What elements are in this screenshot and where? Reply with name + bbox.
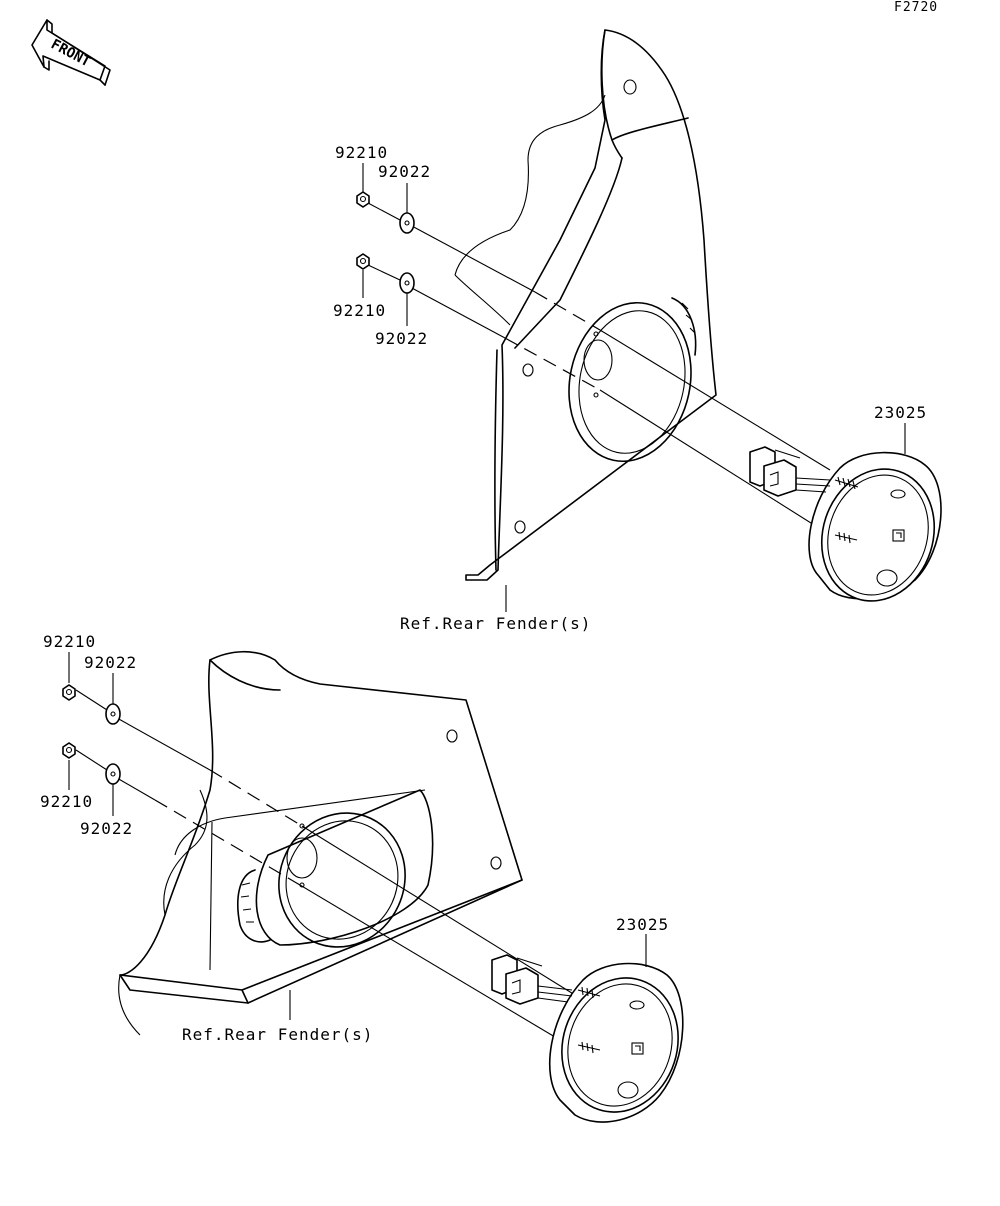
upper-washer-top-label: 92022 <box>378 162 431 181</box>
lower-washer-top-label: 92022 <box>84 653 137 672</box>
upper-nut-bottom-icon <box>356 253 370 270</box>
lower-speaker-label: 23025 <box>616 915 669 934</box>
lower-nut-bottom-icon <box>62 742 76 759</box>
lower-ref-fender-label: Ref.Rear Fender(s) <box>182 1025 373 1044</box>
upper-fender-panel <box>454 29 717 581</box>
lower-nut-top-icon <box>62 684 76 701</box>
upper-washer-bottom-icon <box>399 272 415 294</box>
upper-nut-top-icon <box>356 191 370 208</box>
upper-ref-fender-label: Ref.Rear Fender(s) <box>400 614 591 633</box>
front-arrow-icon: FRONT <box>31 19 111 86</box>
lower-washer-top-icon <box>105 703 121 725</box>
lower-nut-top-label: 92210 <box>43 632 96 651</box>
upper-washer-bottom-label: 92022 <box>375 329 428 348</box>
upper-fastener-lines <box>367 202 831 536</box>
lower-fender-panel <box>118 650 523 1036</box>
lower-speaker-icon <box>491 954 684 1123</box>
upper-nut-top-label: 92210 <box>335 143 388 162</box>
figure-code: F2720 <box>894 0 938 15</box>
lower-washer-bottom-icon <box>105 763 121 785</box>
upper-speaker-label: 23025 <box>874 403 927 422</box>
lower-washer-bottom-label: 92022 <box>80 819 133 838</box>
lower-nut-bottom-label: 92210 <box>40 792 93 811</box>
upper-washer-top-icon <box>399 212 415 234</box>
upper-nut-bottom-label: 92210 <box>333 301 386 320</box>
front-label: FRONT <box>48 36 93 70</box>
upper-speaker-icon <box>749 446 942 602</box>
lower-fastener-lines <box>75 689 576 1041</box>
